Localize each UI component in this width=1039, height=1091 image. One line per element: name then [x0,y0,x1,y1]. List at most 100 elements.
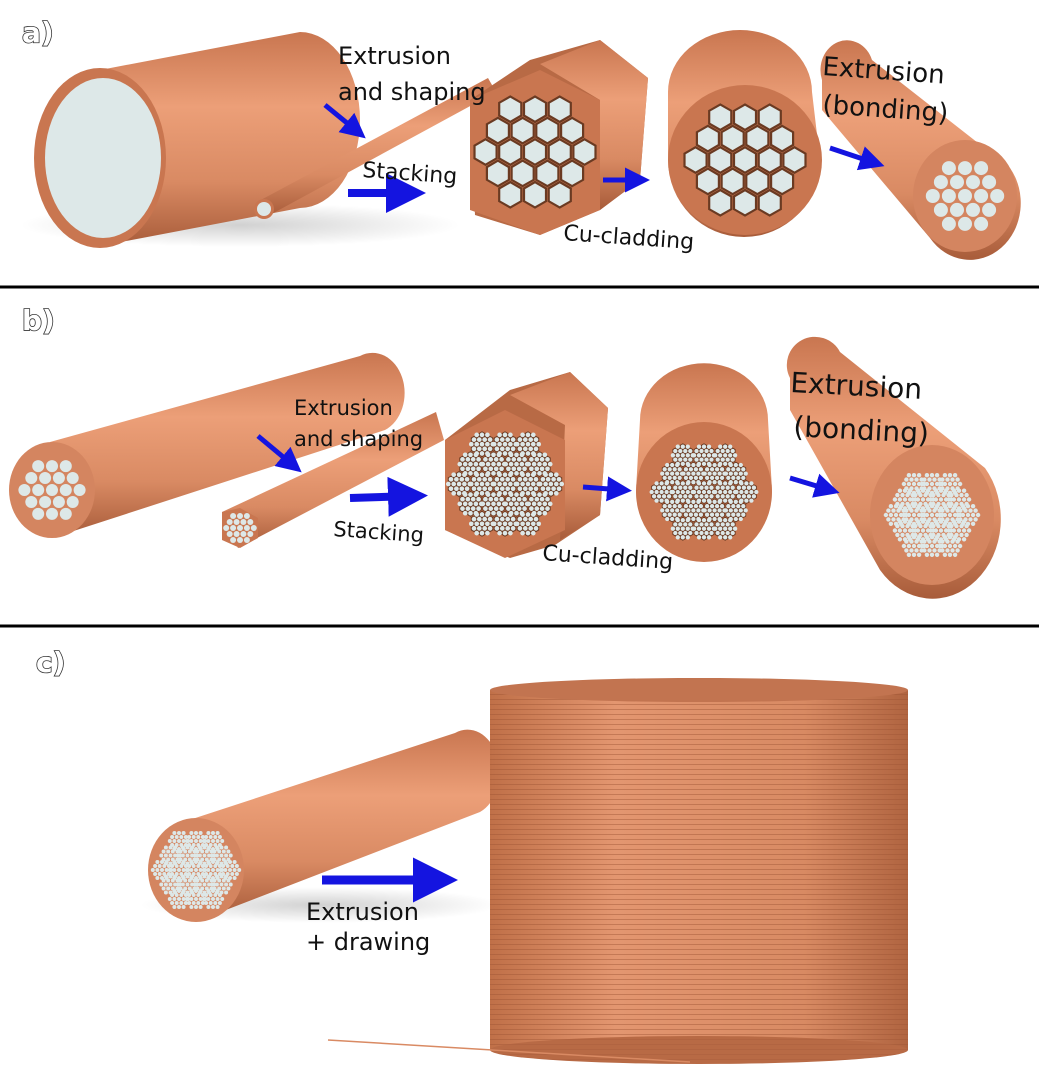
filament-dot [715,530,720,536]
filament-dot [39,496,52,508]
filament-dot [213,901,218,905]
filament-core [574,140,595,164]
filament-dot [749,498,754,503]
filament-dot [730,457,735,462]
filament-dot [170,872,175,876]
filament-dot [680,498,685,503]
filament-dot [468,492,473,497]
filament-dot [683,512,689,517]
filament-dot [739,481,744,486]
filament-dot [686,471,691,476]
filament-dot [673,485,678,490]
filament-dot [197,874,202,879]
filament-dot [934,552,940,557]
filament-dot [531,452,537,458]
filament-dot [470,496,476,502]
filament-dot [496,501,502,507]
filament-dot [522,516,528,522]
filament-dot [942,490,948,495]
filament-dot [942,552,948,557]
label-extrusion-b: Extrusion [294,396,393,420]
filament-dot [677,467,682,472]
filament-dot [906,512,912,518]
filament-dot [974,189,989,203]
filament-dot [741,503,746,509]
filament-dot [942,512,948,518]
filament-dot [940,548,945,553]
filament-dot [159,882,164,887]
panel-a-label: a) [22,16,54,49]
filament-dot [925,189,940,203]
filament-dot [913,492,918,498]
filament-dot [474,472,480,478]
filament-dot [494,516,500,522]
filament-dot [725,485,730,490]
filament-dot [18,484,31,496]
filament-dot [965,512,971,518]
filament-dot [915,537,921,542]
filament-dot [945,508,950,513]
filament-dot [929,473,935,478]
filament-dot [955,548,960,553]
filament-dot [189,847,194,851]
drawing-billet-rod [140,729,500,923]
filament-dot [662,512,667,517]
filament-dot [741,512,746,517]
filament-dot [937,543,943,549]
filament-dot [468,471,473,476]
filament-dot [699,522,704,527]
filament-dot [964,532,969,538]
filament-dot [720,494,725,499]
filament-dot [736,503,741,509]
filament-dot [217,886,222,891]
filament-dot [161,878,166,883]
clad-filaments-b [649,443,759,541]
filament-dot [243,525,250,531]
filament-dot [891,508,896,513]
filament-dot [672,503,677,509]
filament-dot [219,882,224,887]
filament-dot [924,490,930,495]
filament-dot [728,489,733,495]
filament-dot [497,530,502,536]
filament-dot [514,521,520,527]
filament-dot [718,517,723,523]
filament-dot [474,530,480,536]
filament-dot [728,535,733,540]
filament-dot [895,532,900,538]
filament-dot [945,517,950,522]
filament-dot [519,461,525,467]
filament-dot [656,485,662,490]
filament-dot [468,501,473,507]
filament-dot [659,481,664,486]
filament-dot [180,874,185,879]
filament-dot [726,512,731,517]
filament-dot [928,528,934,533]
filament-dot [911,473,917,478]
filament-dot [940,477,945,482]
filament-dot [961,497,967,502]
filament-dot [520,530,525,536]
filament-dot [968,508,973,513]
filament-dot [958,517,963,522]
filament-dot [904,486,909,491]
filament-dot [678,494,683,499]
filament-dot [686,462,691,468]
filament-dot [927,486,932,491]
filament-dot [688,448,693,454]
filament-dot [970,521,976,526]
filament-dot [675,461,680,467]
filament-dot [228,853,233,858]
arrow-bonding-b [789,473,840,498]
filament-dot [696,517,702,523]
cu-clad-cylinder [668,30,822,238]
filament-core [549,97,570,121]
filament-dot [751,494,757,499]
filament-dot [533,526,539,531]
filament-dot [161,886,166,891]
filament-dot [194,831,198,835]
filament-dot [696,471,701,476]
filament-dot [214,890,219,895]
filament-dot [479,530,485,536]
filament-dot [713,526,718,531]
